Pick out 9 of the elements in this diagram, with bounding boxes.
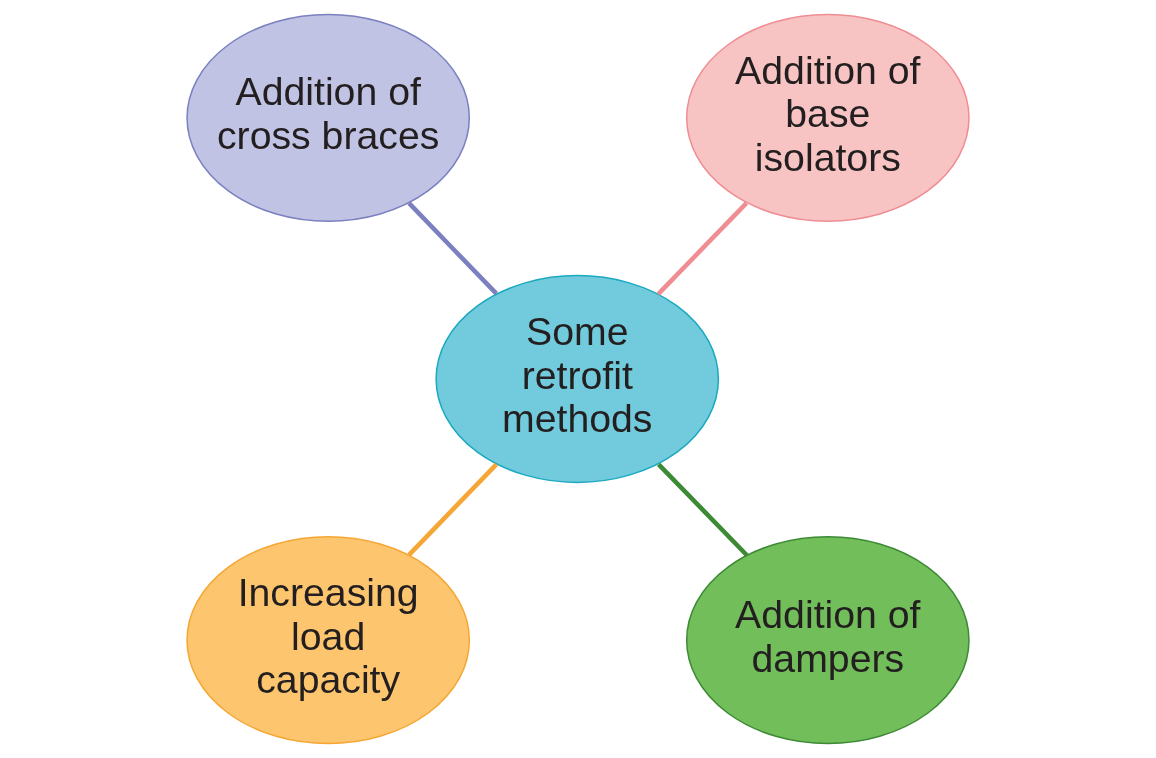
connector <box>407 462 498 557</box>
connector <box>407 201 498 296</box>
connector <box>657 462 749 557</box>
node-ellipse: Addition of base isolators <box>685 13 970 222</box>
node-ellipse: Addition of cross braces <box>186 13 471 222</box>
node-ellipse: Addition of dampers <box>685 536 970 745</box>
connector <box>656 201 749 296</box>
node-ellipse: Increasing load capacity <box>186 536 471 745</box>
node-ellipse: Some retrofit methods <box>435 274 720 484</box>
